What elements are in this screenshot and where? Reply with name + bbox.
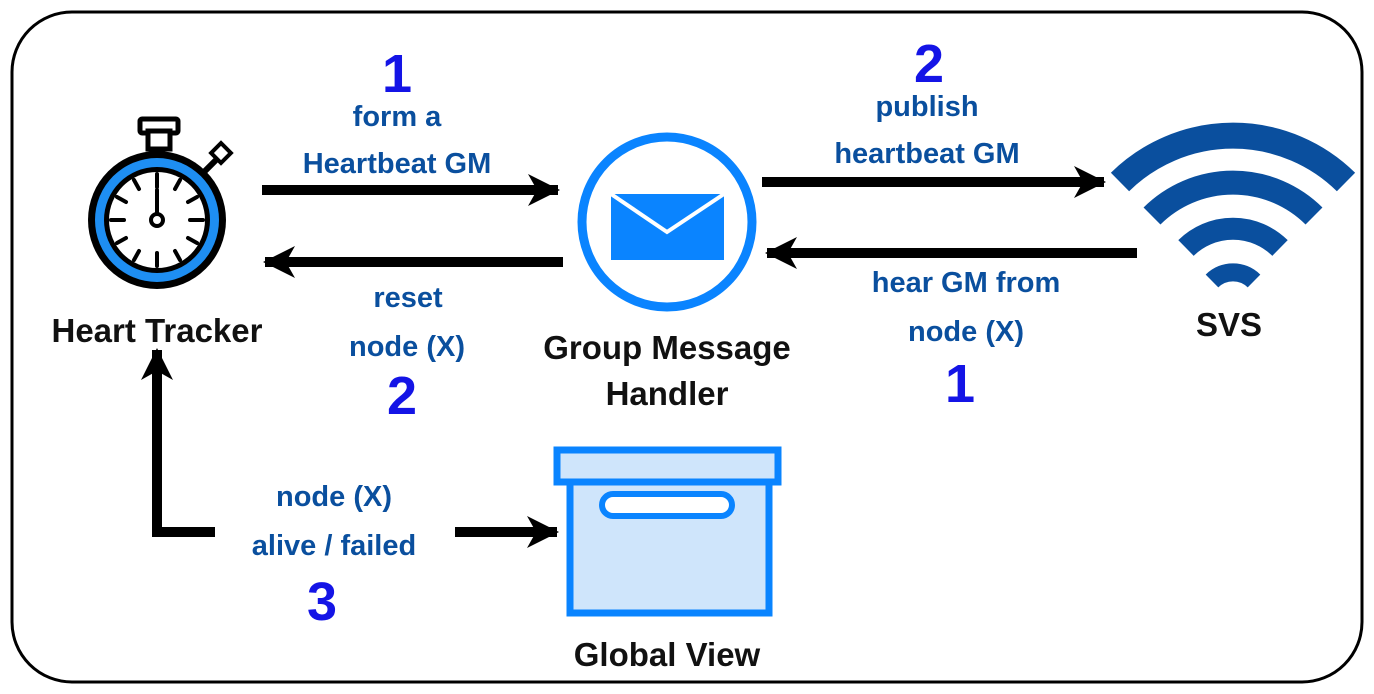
edge-label-line2: node (X) — [349, 331, 465, 363]
edge-label-line1: reset — [373, 282, 443, 314]
wifi-icon — [1110, 122, 1356, 288]
step-number: 1 — [382, 44, 412, 104]
archive-box-icon — [553, 446, 782, 617]
edge-publish-heartbeat: 2 publish heartbeat GM — [834, 34, 1019, 170]
group-message-handler-node: Group Message Handler — [543, 132, 791, 412]
edge-hear-gm: hear GM from node (X) 1 — [872, 267, 1061, 414]
edge-reset-node: reset node (X) 2 — [349, 282, 465, 426]
edge-label-line2: heartbeat GM — [834, 138, 1019, 170]
step-number: 1 — [945, 354, 975, 414]
svs-node: SVS — [1110, 122, 1356, 343]
svs-label: SVS — [1196, 306, 1262, 343]
step-number: 2 — [387, 366, 417, 426]
envelope-icon — [577, 132, 757, 312]
global-view-node: Global View — [553, 446, 782, 673]
step-number: 3 — [307, 572, 337, 632]
edge-label-line1: hear GM from — [872, 267, 1061, 299]
step-number: 2 — [914, 34, 944, 94]
edge-label-line2: node (X) — [908, 316, 1024, 348]
edge-label-line1: node (X) — [276, 481, 392, 513]
edge-label-line2: alive / failed — [252, 530, 416, 562]
group-message-handler-label-line1: Group Message — [543, 329, 791, 366]
edge-label-line2: Heartbeat GM — [303, 148, 492, 180]
stopwatch-icon — [88, 116, 234, 289]
group-message-handler-label-line2: Handler — [606, 375, 729, 412]
arrow-node-status-up — [141, 348, 215, 537]
edge-node-status: node (X) alive / failed 3 — [252, 481, 416, 632]
edge-label-line1: publish — [875, 91, 978, 123]
heart-tracker-label: Heart Tracker — [52, 312, 263, 349]
edge-label-line1: form a — [353, 101, 443, 133]
global-view-label: Global View — [574, 636, 761, 673]
edge-form-heartbeat: 1 form a Heartbeat GM — [303, 44, 492, 180]
heart-tracker-node: Heart Tracker — [52, 116, 263, 349]
